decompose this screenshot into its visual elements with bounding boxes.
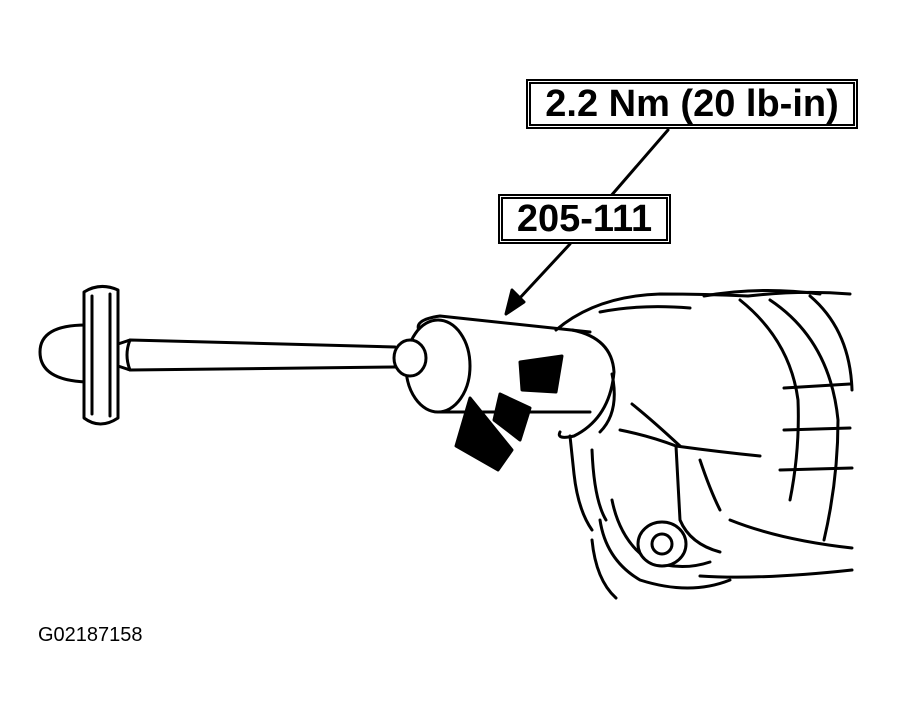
tool-number-label: 205-111: [501, 197, 668, 241]
torque-spec-label: 2.2 Nm (20 lb-in): [529, 82, 855, 126]
figure-id-label: G02187158: [38, 624, 143, 646]
rotation-arrow-icon: [454, 354, 564, 472]
torque-leader-line: [608, 128, 670, 199]
differential-housing-illustration: [554, 288, 854, 600]
tool-leader-arrowhead: [504, 288, 526, 316]
tool-leader-line: [516, 242, 572, 302]
torque-wrench-icon: [38, 285, 592, 426]
